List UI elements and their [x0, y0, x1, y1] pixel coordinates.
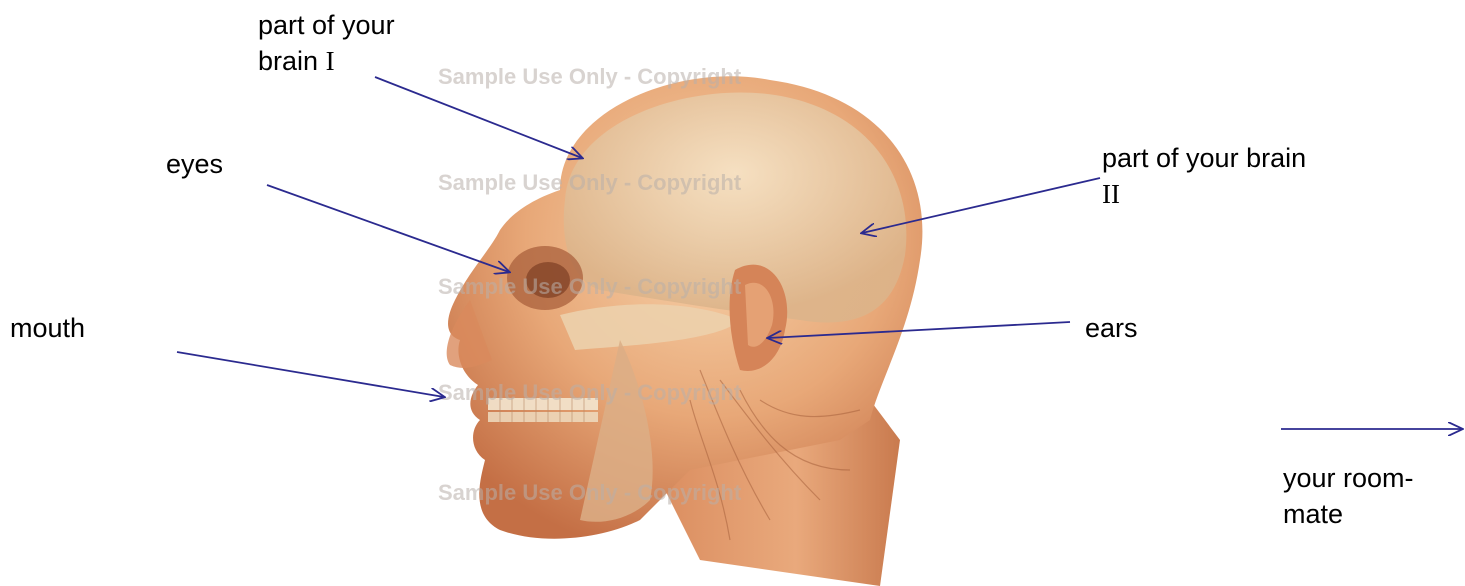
arrow-mouth — [177, 352, 444, 397]
arrow-brain-part-1 — [375, 77, 582, 158]
arrow-eyes — [267, 185, 509, 272]
arrow-ears — [768, 322, 1070, 338]
arrow-brain-part-2 — [862, 178, 1100, 233]
